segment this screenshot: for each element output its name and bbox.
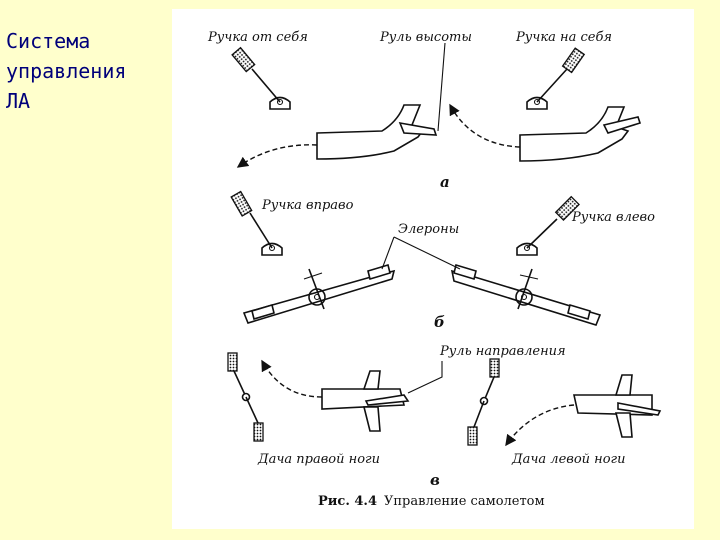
wing-front-left [242,263,396,324]
pedals-right-push [227,352,264,442]
pedals-left-push [467,358,500,446]
fuselage-side-left [316,104,438,160]
label-stick-forward: Ручка от себя [207,30,308,45]
panel-c-yaw: Руль направления Дача правой ноги Дача л… [227,344,662,489]
panel-letter-b: б [434,313,445,331]
label-rudder: Руль направления [439,344,566,359]
control-stick-forward [231,46,291,110]
label-stick-right: Ручка вправо [261,198,354,213]
aircraft-control-diagram: Ручка от себя Руль высоты Ручка на себя … [207,30,662,509]
label-right-pedal: Дача правой ноги [257,452,380,467]
figure-panel: Ручка от себя Руль высоты Ручка на себя … [172,9,694,529]
control-stick-right [230,190,283,256]
control-stick-left [516,195,580,256]
wing-front-right [450,263,602,326]
control-stick-back [526,47,586,110]
tail-top-right [573,374,662,438]
fuselage-side-right [519,106,642,162]
panel-a-pitch: Ручка от себя Руль высоты Ручка на себя … [207,30,642,191]
slide-title: Система управления ЛА [6,29,127,113]
label-stick-left: Ручка влево [571,210,655,225]
panel-letter-a: а [440,173,450,191]
tail-top-left [321,370,410,432]
figure-caption-text: Управление самолетом [384,494,545,509]
panel-b-roll: Ручка вправо Элероны Ручка влево б [230,190,655,331]
label-elevator: Руль высоты [379,30,472,45]
label-left-pedal: Дача левой ноги [511,452,626,467]
figure-caption-number: Рис. 4.4 [318,494,377,509]
label-stick-back: Ручка на себя [515,30,612,45]
panel-letter-c: в [430,471,440,489]
label-ailerons: Элероны [398,222,459,237]
